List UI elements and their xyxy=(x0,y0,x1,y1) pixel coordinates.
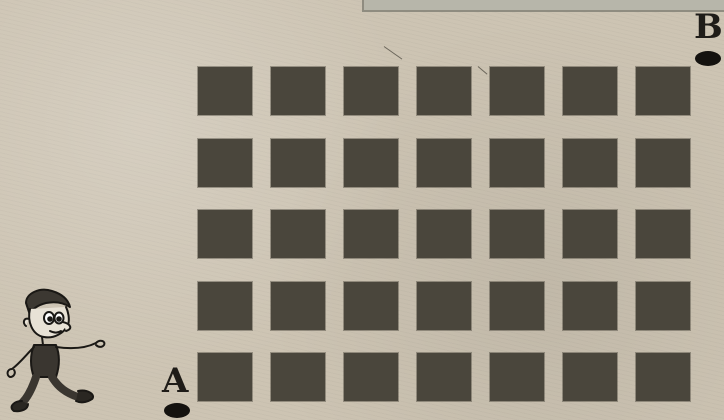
grid-block xyxy=(563,282,617,330)
block-grid xyxy=(198,67,690,401)
grid-block xyxy=(344,139,398,187)
grid-block xyxy=(563,139,617,187)
grid-block xyxy=(198,139,252,187)
grid-block xyxy=(271,67,325,115)
grid-block xyxy=(490,67,544,115)
grid-block xyxy=(198,210,252,258)
grid-block xyxy=(563,67,617,115)
walking-man-icon xyxy=(0,285,112,415)
grid-block xyxy=(490,139,544,187)
grid-block xyxy=(636,139,690,187)
grid-block xyxy=(344,353,398,401)
point-b-label: B xyxy=(694,10,723,44)
grid-block xyxy=(417,210,471,258)
grid-block xyxy=(198,282,252,330)
grid-block xyxy=(417,282,471,330)
point-a-dot xyxy=(164,403,190,418)
grid-block xyxy=(271,139,325,187)
grid-block xyxy=(563,353,617,401)
grid-block xyxy=(636,282,690,330)
top-strip xyxy=(362,0,724,12)
grid-block xyxy=(636,353,690,401)
point-b-dot xyxy=(695,51,721,66)
grid-block xyxy=(344,282,398,330)
point-a-label: A xyxy=(162,364,188,398)
grid-block xyxy=(417,139,471,187)
grid-block xyxy=(636,67,690,115)
grid-block xyxy=(636,210,690,258)
grid-block xyxy=(417,353,471,401)
grid-block xyxy=(490,282,544,330)
grid-block xyxy=(198,353,252,401)
grid-block xyxy=(490,210,544,258)
grid-block xyxy=(271,353,325,401)
grid-block xyxy=(344,210,398,258)
grid-block xyxy=(417,67,471,115)
grid-block xyxy=(198,67,252,115)
grid-block xyxy=(490,353,544,401)
grid-block xyxy=(271,210,325,258)
grid-block xyxy=(344,67,398,115)
grid-block xyxy=(563,210,617,258)
grid-block xyxy=(271,282,325,330)
